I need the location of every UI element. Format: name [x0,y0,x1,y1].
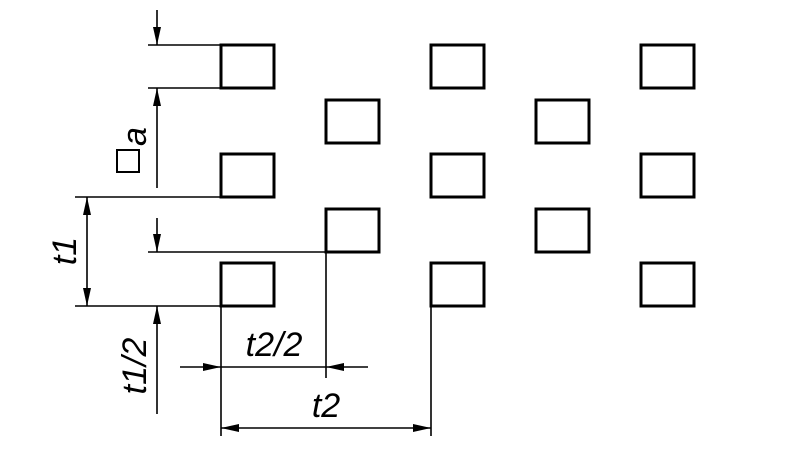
arrow-head [221,424,239,432]
arrow-head [153,234,161,252]
column-pitch-label: t2 [312,387,340,425]
half-column-pitch-label: t2/2 [246,326,303,364]
square-symbol [116,149,140,173]
square-hole [429,261,486,308]
arrow-head [83,288,91,306]
arrow-head [83,197,91,215]
arrow-head [153,306,161,324]
square-hole [639,152,696,199]
square-hole [324,207,381,254]
square-hole [639,261,696,308]
square-hole [219,152,276,199]
arrow-head [326,363,344,371]
row-pitch-dimension: t1 [46,196,221,307]
hole-grid [219,43,696,308]
square-hole [324,98,381,145]
square-hole [534,98,591,145]
side-label: a [116,127,154,146]
square-hole [219,261,276,308]
square-hole [429,43,486,90]
square-hole [219,43,276,90]
half-row-pitch-dimension: t1/2 [116,218,326,414]
side-dimension: a [116,10,221,188]
square-hole [429,152,486,199]
arrow-head [153,27,161,45]
half-row-pitch-label: t1/2 [116,338,154,395]
column-pitch-dimension: t2 [221,306,432,436]
arrow-head [413,424,431,432]
square-hole [639,43,696,90]
half-column-pitch-dimension: t2/2 [180,252,368,436]
square-hole [534,207,591,254]
arrow-head [153,88,161,106]
arrow-head [203,363,221,371]
row-pitch-label: t1 [46,237,84,265]
